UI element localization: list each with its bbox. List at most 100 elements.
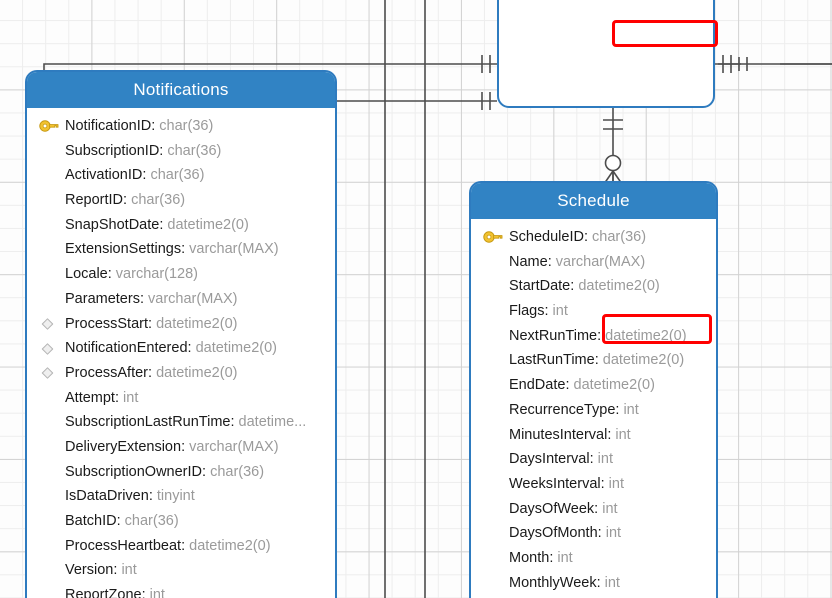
- attribute-type: varchar(128): [115, 266, 198, 283]
- attribute-type: char(36): [210, 463, 265, 480]
- attribute-separator: :: [159, 216, 168, 233]
- attribute-name: Locale: [65, 266, 108, 283]
- attribute-row[interactable]: EndDate: datetime2(0): [471, 373, 716, 398]
- attribute-row[interactable]: MonthlyWeek: int: [471, 571, 716, 596]
- attribute-row[interactable]: ActivationID: char(36): [27, 163, 335, 188]
- attribute-name: ExtensionSettings: [65, 241, 182, 258]
- attribute-name: DaysOfWeek: [509, 500, 595, 517]
- attribute-separator: :: [594, 500, 603, 517]
- attribute-row[interactable]: NotificationID: char(36): [27, 114, 335, 139]
- attribute-separator: :: [114, 389, 124, 406]
- attribute-row[interactable]: Locale: varchar(128): [27, 262, 335, 287]
- attribute-type: int: [552, 303, 568, 320]
- attribute-row[interactable]: ProcessStart: datetime2(0): [27, 312, 335, 337]
- attribute-row[interactable]: ReportID: char(36): [27, 188, 335, 213]
- attribute-row[interactable]: DaysOfMonth: int: [471, 521, 716, 546]
- attribute-name: WeeksInterval: [509, 475, 601, 492]
- attribute-row[interactable]: Name: varchar(MAX): [471, 250, 716, 275]
- attribute-row[interactable]: RecurrenceType: int: [471, 398, 716, 423]
- attribute-separator: :: [570, 278, 579, 295]
- attribute-name: ProcessHeartbeat: [65, 537, 182, 554]
- key-icon: [483, 231, 503, 244]
- attribute-row[interactable]: ScheduleID: char(36): [471, 225, 716, 250]
- attribute-name: DaysInterval: [509, 451, 590, 468]
- attribute-row[interactable]: DeliveryExtension: varchar(MAX): [27, 435, 335, 460]
- attribute-type: int: [623, 401, 639, 418]
- attribute-row[interactable]: SubscriptionLastRunTime: datetime...: [27, 410, 335, 435]
- attribute-row[interactable]: ReportZone: int: [27, 583, 335, 598]
- attribute-separator: :: [230, 414, 239, 431]
- attribute-row[interactable]: Parameters: varchar(MAX): [27, 287, 335, 312]
- attribute-row[interactable]: Attempt: int: [27, 386, 335, 411]
- attribute-type: datetime2(0): [573, 377, 655, 394]
- attribute-type: int: [557, 549, 573, 566]
- attribute-separator: :: [148, 364, 157, 381]
- attribute-name: IsDataDriven: [65, 488, 149, 505]
- attribute-row[interactable]: ExtensionSettings: varchar(MAX): [27, 237, 335, 262]
- entity-schedule-header: Schedule: [471, 183, 716, 219]
- attribute-type: datetime2(0): [578, 278, 660, 295]
- attribute-type: varchar(MAX): [189, 241, 279, 258]
- attribute-separator: :: [615, 401, 624, 418]
- attribute-type: int: [149, 587, 165, 598]
- attribute-name: SnapShotDate: [65, 216, 160, 233]
- attribute-row[interactable]: SubscriptionID: char(36): [27, 139, 335, 164]
- attribute-type: datetime2(0): [189, 537, 271, 554]
- attribute-separator: :: [202, 463, 211, 480]
- attribute-separator: :: [600, 475, 609, 492]
- attribute-name: Flags: [509, 303, 545, 320]
- attribute-name: ScheduleID: [509, 229, 584, 245]
- attribute-row[interactable]: ProcessHeartbeat: datetime2(0): [27, 534, 335, 559]
- attribute-row[interactable]: Flags: int: [471, 299, 716, 324]
- attribute-separator: :: [148, 315, 157, 332]
- attribute-name: DaysOfMonth: [509, 525, 598, 542]
- attribute-row[interactable]: WeeksInterval: int: [471, 472, 716, 497]
- attribute-separator: :: [547, 253, 556, 270]
- attribute-type: int: [605, 525, 622, 542]
- attribute-row[interactable]: IsDataDriven: tinyint: [27, 484, 335, 509]
- attribute-name: Version: [65, 562, 114, 579]
- attribute-separator: :: [181, 241, 190, 258]
- attribute-type: datetime2(0): [156, 364, 238, 381]
- entity-notifications-attributes: NotificationID: char(36)SubscriptionID: …: [27, 108, 335, 598]
- attribute-row[interactable]: DaysOfWeek: int: [471, 497, 716, 522]
- attribute-row[interactable]: Month: int: [471, 546, 716, 571]
- entity-schedule[interactable]: Schedule ScheduleID: char(36)Name: varch…: [469, 181, 718, 598]
- attribute-type: datetime2(0): [156, 315, 238, 332]
- attribute-separator: :: [113, 562, 122, 579]
- entity-notifications[interactable]: Notifications NotificationID: char(36)Su…: [25, 70, 337, 598]
- attribute-row[interactable]: ProcessAfter: datetime2(0): [27, 361, 335, 386]
- attribute-separator: :: [123, 192, 132, 209]
- attribute-type: char(36): [150, 167, 205, 184]
- attribute-separator: :: [181, 438, 190, 455]
- attribute-row[interactable]: SnapShotDate: datetime2(0): [27, 213, 335, 238]
- attribute-row[interactable]: BatchID: char(36): [27, 509, 335, 534]
- diamond-icon: [41, 342, 54, 355]
- attribute-type: int: [602, 500, 618, 517]
- attribute-separator: :: [139, 290, 149, 307]
- attribute-row[interactable]: NextRunTime: datetime2(0): [471, 324, 716, 349]
- highlight-box-nextruntime-type: [602, 314, 712, 344]
- attribute-type: int: [597, 451, 613, 468]
- diamond-icon: [41, 367, 54, 379]
- attribute-row[interactable]: MinutesInterval: int: [471, 423, 716, 448]
- attribute-row[interactable]: StartDate: datetime2(0): [471, 274, 716, 299]
- attribute-type: int: [608, 475, 624, 492]
- attribute-name: SubscriptionID: [65, 142, 160, 159]
- attribute-row[interactable]: NotificationEntered: datetime2(0): [27, 336, 335, 361]
- attribute-name: Name: [509, 253, 548, 270]
- entity-subscriptions[interactable]: AuthType: intUserName: varchar(MAX)Servi…: [497, 0, 715, 108]
- attribute-name: EndDate: [509, 377, 566, 394]
- attribute-name: Attempt: [65, 389, 115, 406]
- highlight-box-username-type: [612, 20, 718, 47]
- attribute-row[interactable]: SubscriptionOwnerID: char(36): [27, 460, 335, 485]
- attribute-type: char(36): [124, 513, 179, 529]
- attribute-type: int: [604, 574, 620, 591]
- diamond-icon: [41, 318, 54, 330]
- attribute-row[interactable]: DaysInterval: int: [471, 447, 716, 472]
- attribute-name: ProcessAfter: [65, 364, 148, 381]
- attribute-row[interactable]: Version: int: [27, 558, 335, 583]
- attribute-type: char(36): [167, 142, 222, 159]
- attribute-row[interactable]: LastRunTime: datetime2(0): [471, 348, 716, 373]
